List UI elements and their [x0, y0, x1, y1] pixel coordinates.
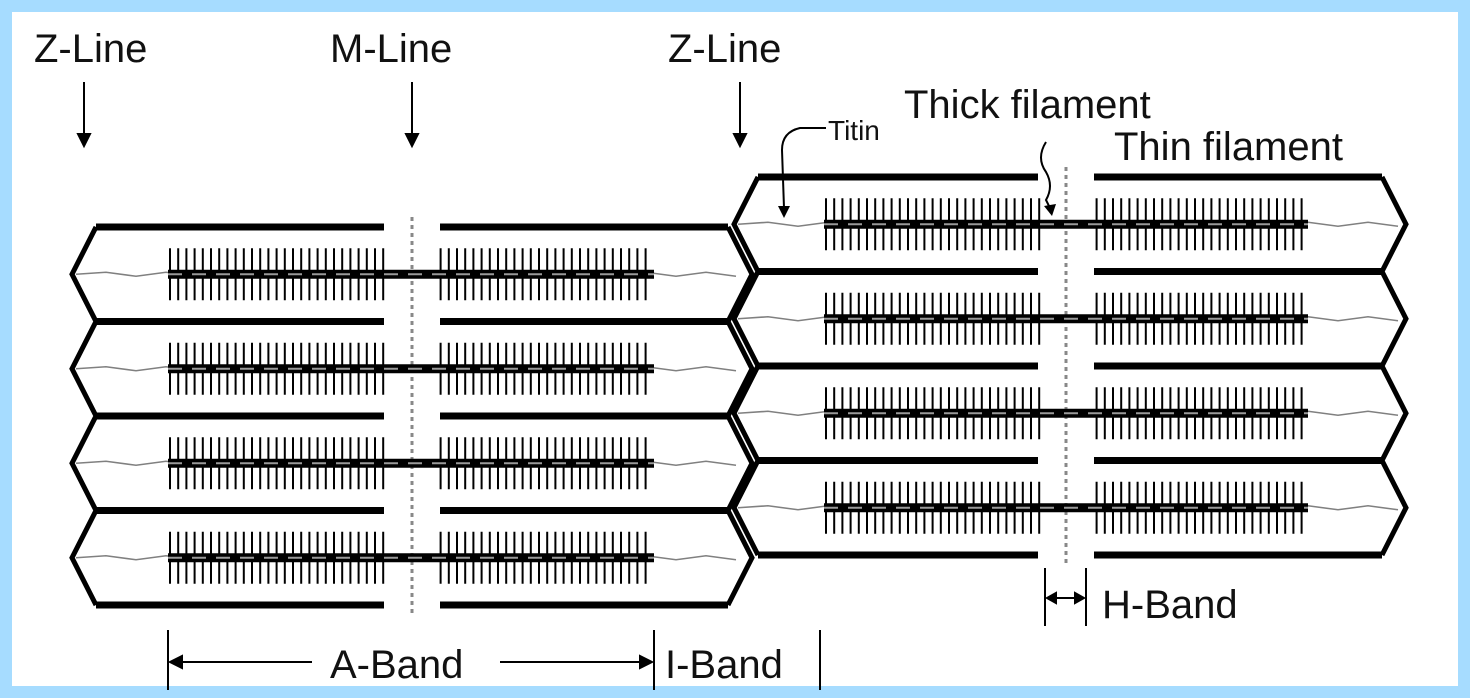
cross-bridges — [825, 292, 1303, 345]
cross-bridges — [169, 342, 647, 395]
cross-bridges — [825, 481, 1303, 534]
z-line-zigzag — [1379, 175, 1409, 557]
z-line-left-label: Z-Line — [34, 27, 147, 71]
z-line-right-arrow — [732, 82, 748, 149]
relaxed-sarcomere — [69, 217, 755, 613]
cross-bridges — [169, 248, 647, 301]
thick-filament-label: Thick filament — [904, 83, 1151, 127]
m-line-arrow — [404, 82, 420, 149]
cross-bridges — [825, 198, 1303, 251]
z-line-zigzag — [725, 225, 755, 607]
z-line-left-arrow — [76, 82, 92, 149]
i-band-label: I-Band — [665, 643, 783, 687]
h-band-label: H-Band — [1102, 583, 1238, 627]
titin-pointer-arrowhead — [778, 206, 790, 218]
m-line-label: M-Line — [330, 27, 452, 71]
contracted-sarcomere — [731, 167, 1409, 563]
titin-pointer — [780, 127, 826, 209]
a-band-label: A-Band — [330, 643, 463, 687]
titin-label: Titin — [828, 115, 880, 146]
h-band-marker — [1044, 568, 1087, 626]
cross-bridges — [825, 387, 1303, 440]
thin-filament-label: Thin filament — [1114, 125, 1343, 169]
a-band-marker — [167, 630, 655, 690]
cross-bridges — [169, 437, 647, 490]
z-line-zigzag — [69, 225, 99, 607]
z-line-zigzag — [731, 175, 761, 557]
z-line-right-label: Z-Line — [668, 27, 781, 71]
cross-bridges — [169, 531, 647, 584]
thick-filament-pointer — [1040, 141, 1051, 209]
thick-filament-pointer-arrowhead — [1044, 204, 1056, 216]
